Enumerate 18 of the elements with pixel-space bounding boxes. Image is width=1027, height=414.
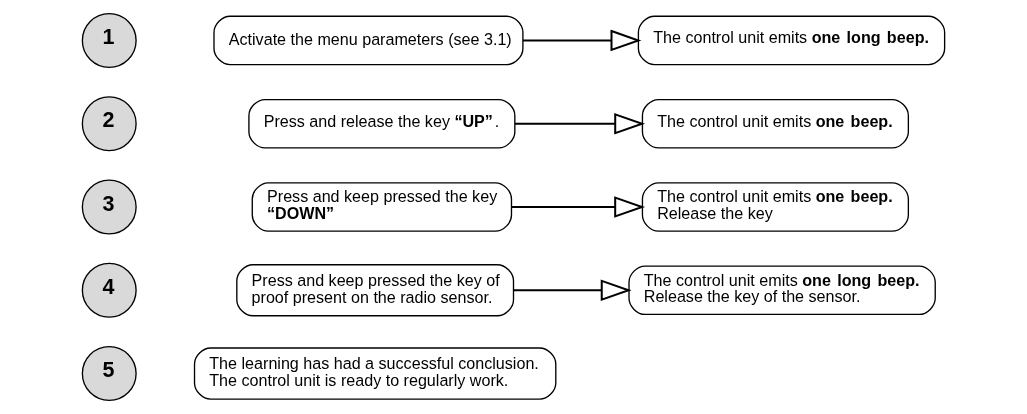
node-box: The control unit emits one beep. Release the key bbox=[641, 182, 910, 232]
node-circle: 2 bbox=[81, 96, 137, 152]
arrow bbox=[513, 279, 632, 302]
node-circle: 4 bbox=[81, 262, 137, 318]
arrow bbox=[522, 29, 642, 52]
node-circle: 1 bbox=[81, 12, 137, 68]
node-box: Press and release the key “UP”. bbox=[248, 98, 516, 149]
arrow bbox=[514, 112, 646, 135]
arrow bbox=[511, 196, 646, 218]
node-box: The control unit emits one long beep. Release the key of the sensor. bbox=[628, 265, 936, 316]
node-box: Press and keep pressed the key “DOWN” bbox=[251, 182, 513, 232]
node-box: The control unit emits one long beep. bbox=[637, 15, 946, 66]
node-box: Activate the menu parameters (see 3.1) bbox=[213, 15, 524, 66]
node-box: The control unit emits one beep. bbox=[641, 98, 910, 149]
node-circle: 3 bbox=[81, 179, 137, 235]
node-box: The learning has had a successful conclusion. The control unit is ready to regularly work. bbox=[193, 347, 557, 400]
node-circle: 5 bbox=[81, 346, 137, 402]
node-box: Press and keep pressed the key of proof present on the radio sensor. bbox=[236, 264, 515, 317]
